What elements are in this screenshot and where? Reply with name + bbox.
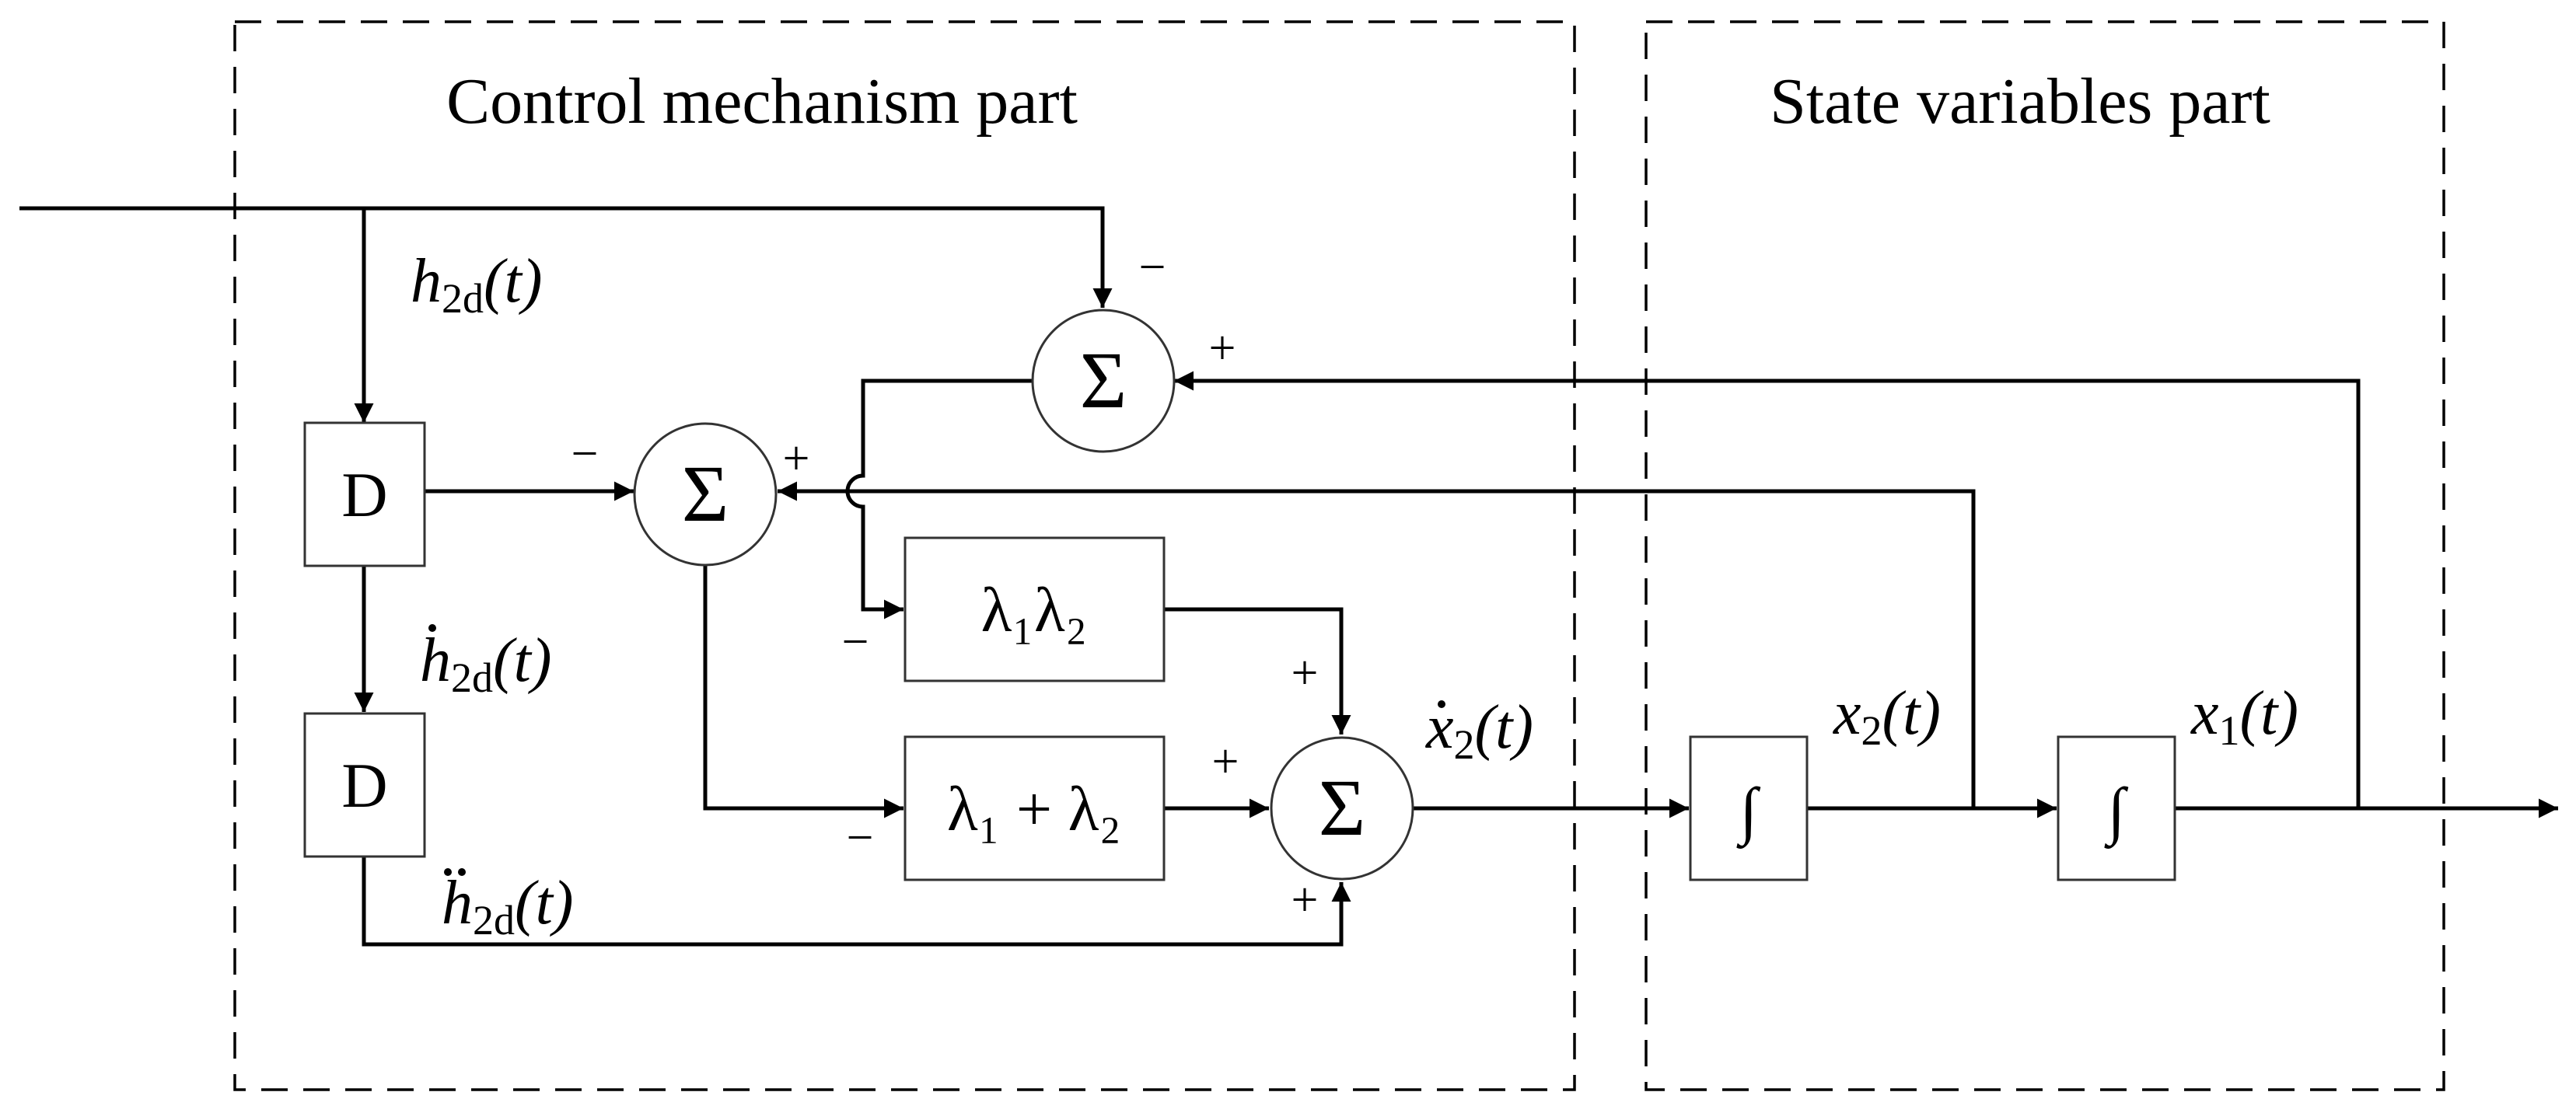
integrator-right-label: ∫ bbox=[2104, 775, 2129, 849]
sign-top-sum-input-minus: − bbox=[1139, 241, 1166, 294]
d-block-bottom: D bbox=[303, 712, 426, 858]
lambda-product-label: λ₁λ₂ bbox=[981, 574, 1088, 645]
state-section-frame bbox=[1645, 20, 2445, 1091]
lambda-sum-block: λ₁ + λ₂ bbox=[904, 735, 1166, 881]
control-section-title: Control mechanism part bbox=[446, 65, 1078, 138]
sum-mid-to-lambda-sum bbox=[703, 564, 904, 818]
lambda-prod-to-sum-bottom bbox=[1164, 607, 1351, 734]
sign-mid-sum-d-minus: − bbox=[571, 427, 599, 480]
signal-x1: x1(t) bbox=[2190, 679, 2298, 754]
summing-junction-bottom: Σ bbox=[1270, 736, 1414, 881]
d-block-top-label: D bbox=[341, 459, 387, 530]
signal-x2: x2(t) bbox=[1833, 679, 1941, 754]
sign-lambda-prod-minus: − bbox=[842, 616, 869, 668]
input-line bbox=[19, 206, 1113, 308]
summing-junction-top-symbol: Σ bbox=[1080, 336, 1127, 425]
d-block-bottom-label: D bbox=[341, 750, 387, 821]
integrator-left: ∫ bbox=[1689, 735, 1809, 881]
sign-bottom-sum-prod-plus: + bbox=[1291, 647, 1319, 700]
d-bottom-to-sum-bottom bbox=[362, 857, 1351, 947]
summing-junction-top: Σ bbox=[1031, 309, 1176, 453]
summing-junction-middle: Σ bbox=[633, 422, 778, 567]
x2-feedback bbox=[778, 481, 1976, 808]
sign-mid-sum-feedback-plus: + bbox=[783, 432, 810, 485]
control-section-frame bbox=[233, 20, 1576, 1091]
single-dot-mark bbox=[428, 624, 436, 632]
signal-x2-dot: x2(t) bbox=[1425, 693, 1533, 768]
x2-dot-mark bbox=[1438, 700, 1445, 708]
signal-h2d: h2d(t) bbox=[411, 247, 543, 322]
signal-h2d-dot: h2d(t) bbox=[420, 626, 552, 701]
signal-h2d-ddot: h2d(t) bbox=[442, 869, 574, 944]
sign-bottom-sum-lsum-plus: + bbox=[1212, 735, 1239, 788]
sign-bottom-sum-ddot-plus: + bbox=[1291, 874, 1319, 926]
sign-top-sum-feedback-plus: + bbox=[1209, 322, 1236, 375]
d-block-top: D bbox=[303, 421, 426, 567]
state-section-title: State variables part bbox=[1770, 65, 2270, 138]
double-dot-mark-b bbox=[458, 868, 466, 876]
integrator-left-label: ∫ bbox=[1736, 775, 1761, 849]
summing-junction-middle-symbol: Σ bbox=[682, 449, 729, 539]
sign-lambda-sum-minus: − bbox=[847, 811, 874, 864]
x1-feedback bbox=[1174, 371, 2361, 808]
summing-junction-bottom-symbol: Σ bbox=[1319, 763, 1366, 853]
integrator-right: ∫ bbox=[2057, 735, 2176, 881]
double-dot-mark-a bbox=[444, 868, 452, 876]
lambda-sum-label: λ₁ + λ₂ bbox=[947, 773, 1121, 844]
lambda-product-block: λ₁λ₂ bbox=[904, 536, 1166, 682]
